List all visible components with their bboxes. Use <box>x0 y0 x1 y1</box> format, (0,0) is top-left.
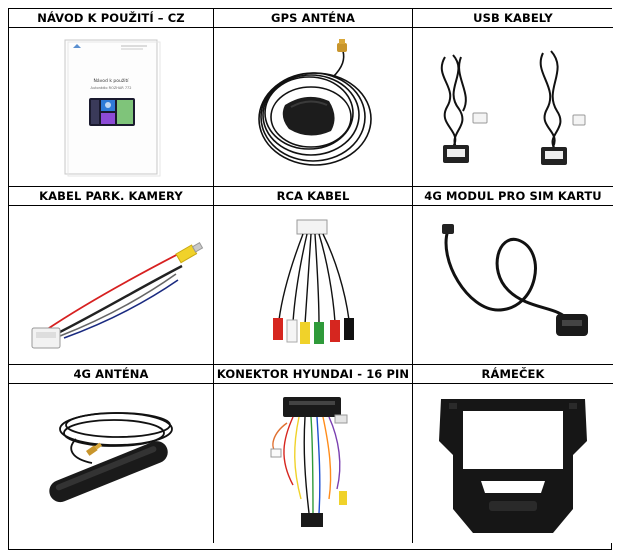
header-gps-antenna: GPS ANTÉNA <box>214 9 413 28</box>
manual-document-icon: Návod k použití Autorádio ROZHAR 772 <box>64 39 161 177</box>
image-4g-antenna <box>9 384 214 543</box>
dash-frame-icon <box>439 398 587 533</box>
header-label: GPS ANTÉNA <box>271 11 355 25</box>
header-label: RCA KABEL <box>276 189 350 203</box>
image-usb-cables <box>413 28 613 187</box>
manual-subtitle: Autorádio ROZHAR 772 <box>91 86 132 90</box>
header-parking-camera-cable: KABEL PARK. KAMERY <box>9 187 214 206</box>
image-rca-cable <box>214 206 413 365</box>
header-sim-module: 4G MODUL PRO SIM KARTU <box>413 187 613 206</box>
hyundai-connector-icon <box>270 396 348 527</box>
image-hyundai-connector <box>214 384 413 543</box>
accessories-table: NÁVOD K POUŽITÍ – CZ GPS ANTÉNA USB KABE… <box>8 8 613 550</box>
header-label: 4G MODUL PRO SIM KARTU <box>424 189 602 203</box>
image-dash-frame <box>413 384 613 543</box>
header-hyundai-connector: KONEKTOR HYUNDAI - 16 PIN <box>214 365 413 384</box>
header-label: USB KABELY <box>473 11 553 25</box>
header-usb-cables: USB KABELY <box>413 9 613 28</box>
4g-antenna-icon <box>49 411 173 502</box>
parking-camera-cable-icon <box>31 242 204 349</box>
header-label: 4G ANTÉNA <box>73 367 149 381</box>
usb-cables-icon <box>440 50 586 165</box>
header-rca-cable: RCA KABEL <box>214 187 413 206</box>
header-4g-antenna: 4G ANTÉNA <box>9 365 214 384</box>
sim-module-icon <box>442 224 588 336</box>
header-label: KABEL PARK. KAMERY <box>39 189 183 203</box>
header-label: NÁVOD K POUŽITÍ – CZ <box>37 11 185 25</box>
header-dash-frame: RÁMEČEK <box>413 365 613 384</box>
header-label: KONEKTOR HYUNDAI - 16 PIN <box>216 367 410 381</box>
rca-cable-icon <box>273 219 354 344</box>
image-manual: Návod k použití Autorádio ROZHAR 772 <box>9 28 214 187</box>
manual-title: Návod k použití <box>94 77 130 84</box>
image-sim-module <box>413 206 613 365</box>
image-parking-camera-cable <box>9 206 214 365</box>
header-label: RÁMEČEK <box>481 367 545 381</box>
gps-antenna-icon <box>258 39 372 166</box>
image-gps-antenna <box>214 28 413 187</box>
header-manual: NÁVOD K POUŽITÍ – CZ <box>9 9 214 28</box>
